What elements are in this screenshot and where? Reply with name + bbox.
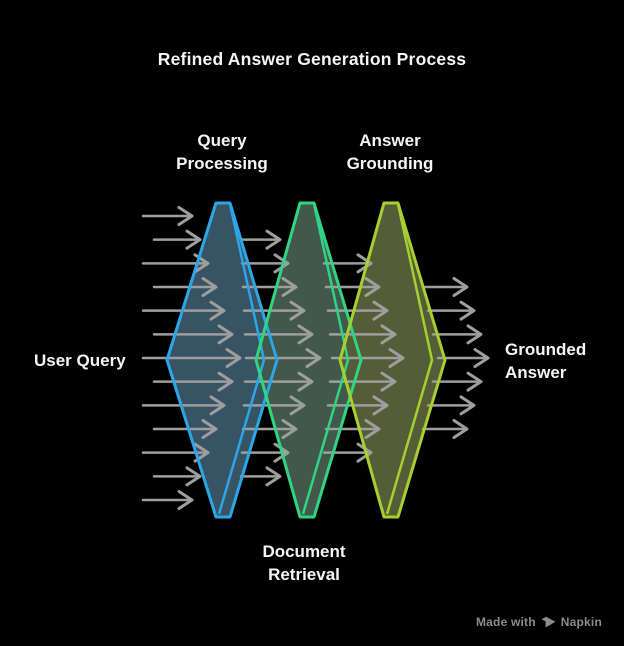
stage-fill-answer-grounding — [340, 203, 445, 517]
flow-arrow-head — [297, 371, 314, 392]
flow-arrow-head — [281, 419, 298, 440]
stage-label-query-processing: Query Processing — [176, 131, 268, 173]
flow-arrow-head — [289, 300, 306, 321]
flow-arrow-head — [177, 206, 194, 226]
flow-arrow-head — [265, 229, 282, 250]
flow-arrow-head — [217, 371, 234, 392]
flow-arrow-head — [185, 229, 202, 250]
flow-arrow-head — [380, 324, 397, 345]
stage-label-document-retrieval: Document Retrieval — [262, 542, 346, 584]
watermark-brand: Napkin — [560, 615, 602, 629]
napkin-logo-icon — [541, 616, 556, 628]
flow-arrow-head — [452, 277, 469, 298]
flow-arrow-head — [201, 419, 218, 440]
flow-arrow-head — [297, 324, 314, 345]
flow-arrow-head — [459, 395, 476, 416]
stage-fill-query-processing — [167, 203, 277, 517]
output-label: Grounded Answer — [505, 340, 587, 382]
flow-arrow-head — [356, 253, 373, 274]
stage-bevel-edge-document-retrieval — [301, 203, 350, 515]
flow-arrow-head — [177, 490, 194, 511]
flow-arrow-head — [209, 395, 226, 416]
stage-outline-document-retrieval — [254, 201, 363, 519]
flow-arrow-head — [225, 348, 242, 369]
flow-arrow-head — [305, 348, 322, 369]
flow-arrow-head — [217, 324, 234, 345]
watermark: Made with Napkin — [476, 615, 602, 629]
flow-arrow-head — [289, 395, 306, 416]
flow-arrow-head — [372, 395, 389, 416]
flow-arrow-head — [388, 348, 405, 369]
flow-arrow-head — [356, 442, 373, 463]
flow-arrow-head — [372, 300, 389, 321]
diamond-outlines — [165, 201, 447, 519]
stage-outline-answer-grounding — [338, 201, 447, 519]
flow-arrow-head — [185, 466, 202, 487]
flow-arrow-head — [209, 300, 226, 321]
flow-arrow-head — [473, 348, 490, 369]
flow-arrow-head — [452, 419, 469, 440]
flow-arrow-head — [459, 300, 476, 321]
stage-bevel-edge-query-processing — [217, 203, 266, 515]
flow-arrow-head — [281, 277, 298, 298]
flow-arrow-head — [193, 442, 210, 463]
flow-arrow-head — [466, 324, 483, 345]
flow-arrow-head — [380, 371, 397, 392]
flow-arrows-layer — [141, 206, 490, 511]
flow-arrow-head — [364, 277, 381, 298]
flow-arrow-head — [201, 277, 218, 298]
watermark-prefix: Made with — [475, 615, 536, 629]
diagram-title: Refined Answer Generation Process — [157, 49, 467, 69]
stage-label-answer-grounding: Answer Grounding — [346, 131, 434, 173]
input-label: User Query — [34, 351, 126, 370]
diamond-fills — [167, 203, 445, 517]
flow-arrow-head — [273, 253, 290, 274]
flow-arrow-head — [265, 466, 282, 487]
stage-outline-query-processing — [165, 201, 279, 519]
stage-bevel-edge-answer-grounding — [385, 203, 434, 515]
flow-arrow-head — [466, 371, 483, 392]
flow-arrow-head — [364, 419, 381, 440]
